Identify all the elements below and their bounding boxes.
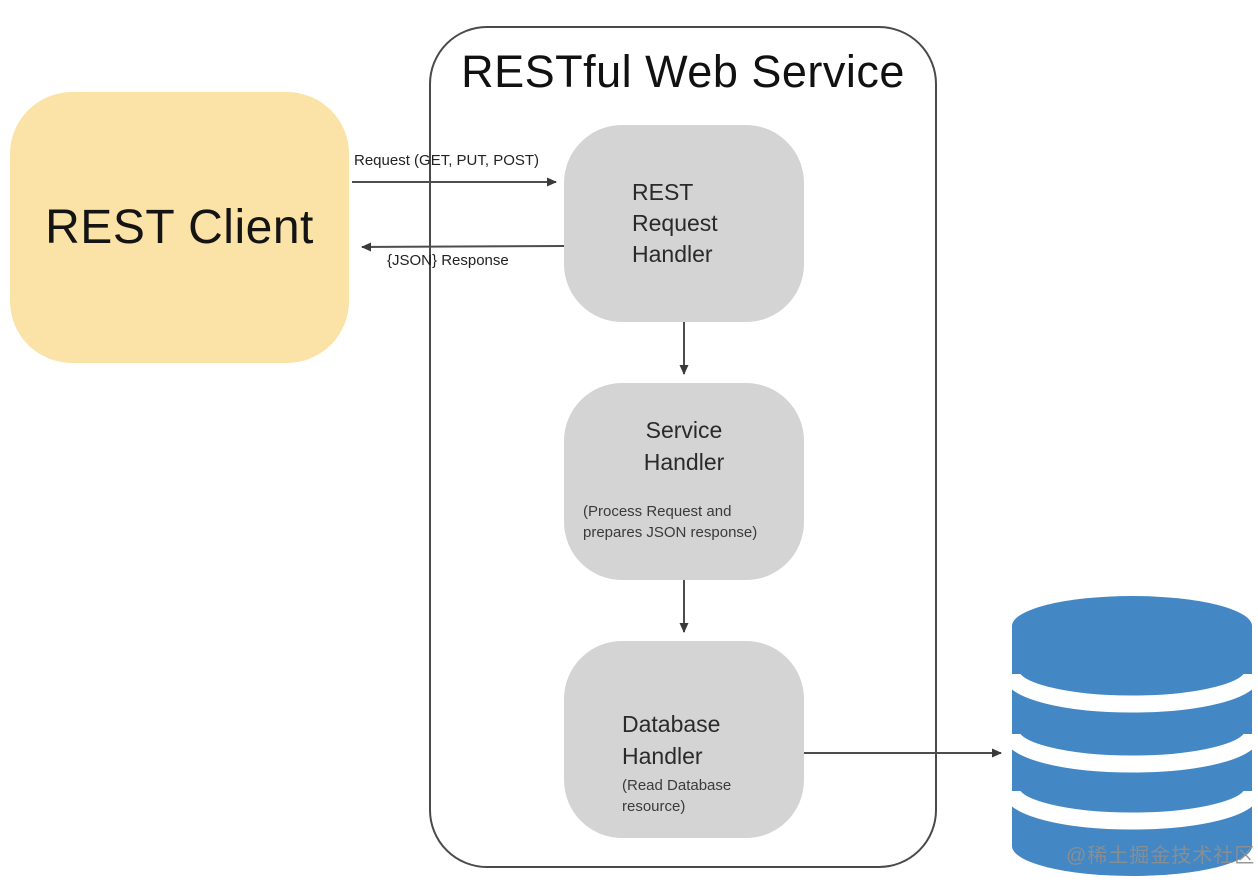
rest-client-label: REST Client — [45, 201, 314, 254]
database-icon — [1010, 596, 1254, 876]
database-stripe-3 — [1010, 789, 1254, 830]
rest-request-handler-label-line2: Request — [632, 210, 718, 236]
service-handler-label-line2: Handler — [643, 449, 725, 475]
service-handler-note-line1: (Process Request and — [583, 503, 732, 520]
request-arrow-label: Request (GET, PUT, POST) — [354, 152, 540, 169]
database-handler-label-line1: Database — [622, 711, 721, 737]
database-cylinder-body — [1012, 596, 1252, 876]
rest-request-handler-label-line1: REST — [632, 179, 694, 205]
service-handler-note-line2: prepares JSON response) — [583, 523, 758, 541]
restful-web-service-container — [429, 26, 937, 868]
service-handler-note: (Process Request and prepares JSON respo… — [564, 502, 804, 543]
database-stripe-2 — [1010, 732, 1254, 773]
database-handler-label-line2: Handler — [622, 743, 703, 769]
service-handler-node: Service Handler (Process Request and pre… — [564, 383, 804, 580]
database-handler-note-line1: (Read Database — [622, 777, 732, 794]
watermark-text: @稀土掘金技术社区 — [1066, 845, 1256, 867]
rest-request-handler-node: REST Request Handler — [564, 125, 804, 322]
database-handler-note-line2: resource) — [622, 797, 686, 815]
database-handler-node: Database Handler (Read Database resource… — [564, 641, 804, 838]
database-stripe-1 — [1010, 672, 1254, 713]
rest-client-node: REST Client — [10, 92, 349, 363]
rest-request-handler-label-line3: Handler — [632, 241, 713, 267]
service-handler-label-line1: Service — [645, 417, 723, 443]
response-arrow-label: {JSON} Response — [387, 252, 509, 269]
database-handler-note: (Read Database resource) — [622, 776, 804, 817]
container-title: RESTful Web Service — [461, 46, 905, 97]
